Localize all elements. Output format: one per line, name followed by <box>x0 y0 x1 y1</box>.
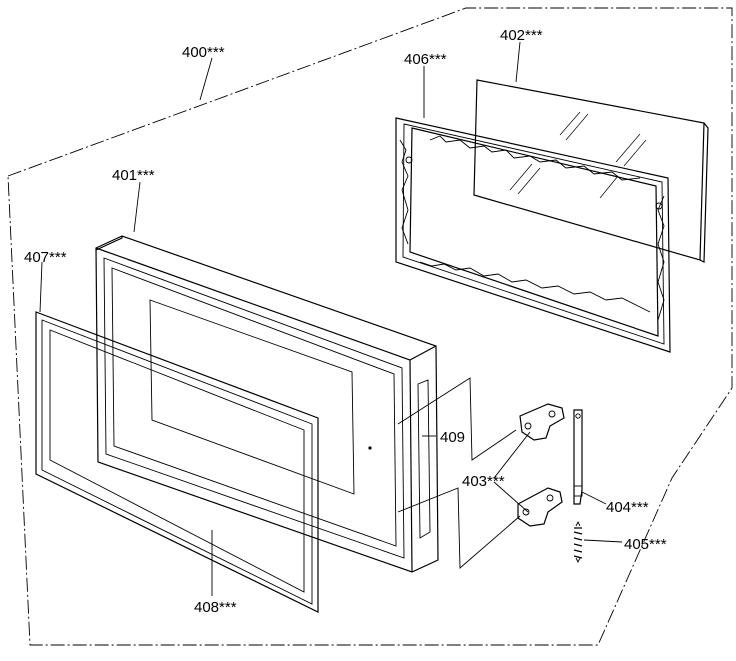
door-seal-407 <box>35 311 319 613</box>
label-404: 404*** <box>606 499 649 516</box>
label-401: 401*** <box>112 167 155 184</box>
hinge-upper-403 <box>519 403 565 441</box>
assembly-boundary-400 <box>7 7 733 646</box>
label-402: 402*** <box>500 27 543 44</box>
label-406: 406*** <box>404 51 447 68</box>
leader-lines <box>39 41 623 596</box>
label-403: 403*** <box>462 473 505 490</box>
hinge-lower-403 <box>517 487 563 527</box>
glass-panel-402 <box>473 79 709 263</box>
latch-rod-404 <box>573 409 583 505</box>
label-405: 405*** <box>624 536 667 553</box>
label-408: 408*** <box>194 599 237 616</box>
spring-405 <box>573 520 583 564</box>
label-400: 400*** <box>182 44 225 61</box>
label-407: 407*** <box>24 249 67 266</box>
door-body-401 <box>95 235 439 573</box>
label-409: 409 <box>440 429 465 446</box>
door-frame-406 <box>395 117 671 353</box>
